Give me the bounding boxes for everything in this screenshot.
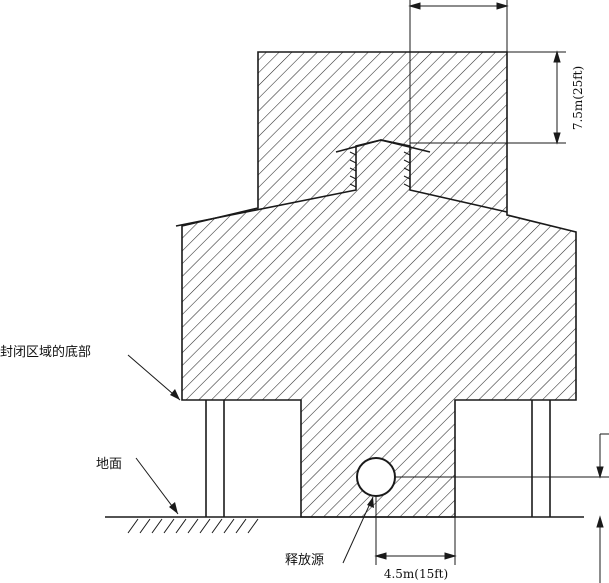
horizontal-dimension xyxy=(374,496,457,565)
vent-cap-right xyxy=(380,139,431,153)
ground-leader xyxy=(135,457,179,515)
vent-louvres xyxy=(349,151,411,188)
source-height-dimension xyxy=(395,433,609,583)
support-legs xyxy=(205,400,551,517)
release-source-label: 释放源 xyxy=(285,553,324,568)
vent-cap xyxy=(335,139,382,153)
ground-label: 地面 xyxy=(96,457,122,472)
horizontal-dimension-label: 4.5m(15ft) xyxy=(384,567,448,581)
enclosure-bottom-label: 封闭区域的底部 xyxy=(0,344,91,360)
top-dimension xyxy=(408,0,509,146)
vertical-dimension xyxy=(410,50,566,145)
release-source-leader xyxy=(342,496,374,564)
hazardous-zone xyxy=(181,51,577,518)
ground-hatching xyxy=(127,518,259,534)
vertical-dimension-label: 7.5m(25ft) xyxy=(571,66,585,130)
release-source-circle xyxy=(356,457,396,497)
enclosure-bottom-leader xyxy=(127,354,181,401)
